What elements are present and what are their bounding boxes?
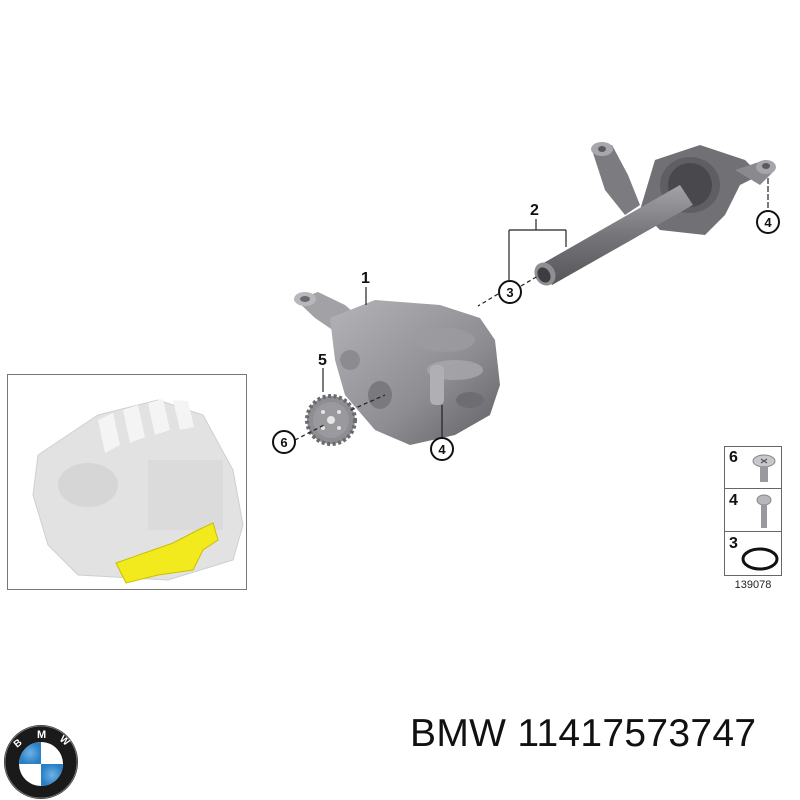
fastener-row-screw: 6 <box>725 447 781 489</box>
o-ring-icon <box>741 547 779 571</box>
callout-3: 3 <box>498 280 522 304</box>
fastener-legend-table: 6 4 3 <box>724 446 782 576</box>
bolt-icon <box>756 494 772 528</box>
leader-lines <box>294 178 769 441</box>
engine-illustration <box>32 399 244 584</box>
suction-pipe <box>534 142 776 286</box>
oil-pump <box>294 292 500 445</box>
callout-4-pump: 4 <box>430 437 454 461</box>
callout-2: 2 <box>530 202 539 219</box>
sprocket <box>305 394 357 446</box>
fastener-row-bolt: 4 <box>725 490 781 532</box>
callout-1: 1 <box>361 270 370 287</box>
diagram-reference-number: 139078 <box>734 579 772 591</box>
callout-5: 5 <box>318 352 327 369</box>
part-number-label: BMW 11417573747 <box>410 712 757 755</box>
engine-location-inset <box>7 374 247 590</box>
fastener-number: 3 <box>729 535 738 552</box>
bmw-logo: B M W <box>4 725 78 799</box>
highlighted-oil-pump <box>115 522 219 584</box>
screw-icon <box>752 454 776 482</box>
callout-4-pipe: 4 <box>756 210 780 234</box>
callout-6: 6 <box>272 430 296 454</box>
fastener-number: 4 <box>729 492 738 509</box>
fastener-row-o-ring: 3 <box>725 533 781 575</box>
svg-text:M: M <box>37 729 46 741</box>
fastener-number: 6 <box>729 449 738 466</box>
